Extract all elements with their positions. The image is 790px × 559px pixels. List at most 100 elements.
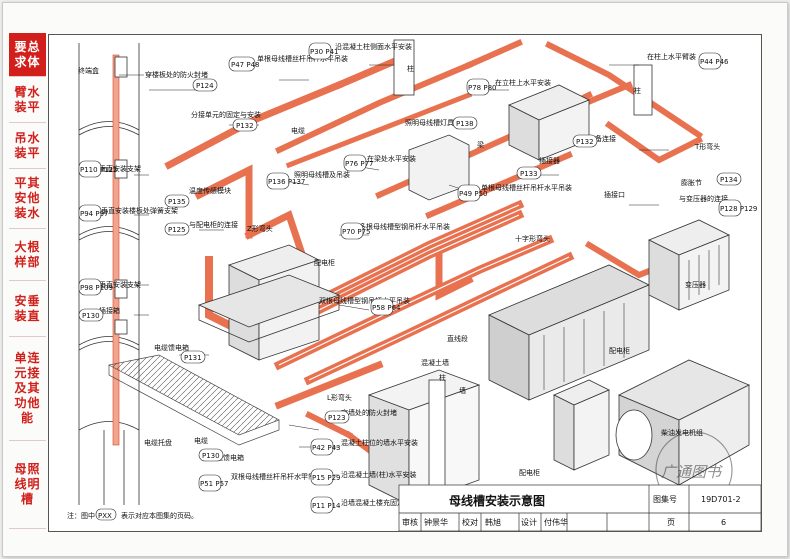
label-plug-port: 插接口	[604, 190, 625, 199]
label-on-column: 在柱上水平臂装	[647, 52, 696, 61]
category-tabs: 要总求体 臂水装平 吊水装平 平其安他装水 大根样部 安垂装直 单连元接及其功他…	[9, 33, 46, 529]
ref-p44: P44 P46	[700, 58, 729, 66]
tab-arm-horizontal[interactable]: 臂水装平	[9, 77, 46, 123]
drawing-title: 母线槽安装示意图	[449, 493, 545, 508]
drawing-area: 终端盒 穿楼板处的防火封堵 分接单元的固定与安装 单根母线槽丝杆吊杆水平吊装 沿…	[48, 34, 762, 532]
tab-unit-connection[interactable]: 单连元接及其功他能	[9, 337, 46, 441]
ref-p49: P49 P50	[459, 190, 487, 198]
ref-p134: P134	[720, 176, 738, 184]
ref-p76: P76 P77	[345, 160, 373, 168]
label-cable-2: 电缆	[194, 436, 208, 445]
ref-p132: P132	[236, 122, 254, 130]
tab-lighting-busway[interactable]: 母照线明槽	[9, 441, 46, 529]
label-t-head: T形弯头	[694, 142, 720, 151]
label-multi-steel: 多根母线槽型钢吊杆水平吊装	[359, 222, 450, 231]
ref-p130-b: P130	[202, 452, 220, 460]
ref-p136: P136 P137	[268, 178, 305, 186]
distribution-cabinet-left	[197, 244, 341, 361]
label-concrete-col-pos: 混凝土柱位的墙水平安装	[341, 438, 418, 447]
figno-label: 图集号	[653, 494, 677, 504]
label-dist-cab-1: 配电柜	[314, 258, 335, 267]
ref-p128: P128 P129	[720, 205, 757, 213]
label-on-column-top: 在立柱上水平安装	[495, 78, 551, 87]
label-on-pillar: 在梁处水平安装	[367, 154, 416, 163]
note-tail: 表示对应本图集的页码。	[121, 511, 198, 520]
label-cable: 电缆	[291, 126, 305, 135]
label-vertical-mount: 垂直安装支架	[99, 164, 141, 173]
label-double-rod: 双根母线槽型钢吊杆水平吊装	[319, 296, 410, 305]
ref-p94: P94 P97	[80, 210, 108, 218]
ref-p123: P123	[328, 414, 346, 422]
title-block-text: 母线槽安装示意图 图集号 19D701-2 审核 钟景华 校对 韩旭 设计 付伟…	[402, 493, 741, 527]
label-lighting: 照明母线槽灯具安装	[405, 118, 468, 127]
ref-p11: P11 P14	[312, 502, 341, 510]
tab-other-horizontal[interactable]: 平其安他装水	[9, 169, 46, 229]
label-expansion: 膨胀节	[681, 178, 702, 187]
label-concrete-wall-3: 沿混凝土墙(柱)水平安装	[341, 470, 416, 479]
label-splice: 插接箱	[99, 306, 120, 315]
label-single-rod-2: 单根母线槽丝杆吊杆水平吊装	[481, 183, 572, 192]
label-cable-tray: 电缆托盘	[144, 438, 172, 447]
tab-hang-horizontal[interactable]: 吊水装平	[9, 123, 46, 169]
ref-p47: P47 P48	[231, 61, 259, 69]
label-straight: 直线段	[447, 334, 468, 343]
label-wall: 墙	[459, 386, 466, 395]
design-label: 设计	[521, 517, 537, 527]
wall-block	[367, 369, 481, 506]
transformer-unit	[648, 219, 730, 311]
ref-p98: P98 P109	[80, 284, 113, 292]
ref-p58: P58 P64	[372, 304, 401, 312]
label-temp-sensor: 温度传感模块	[189, 186, 231, 195]
label-bracket-fix: 分接单元的固定与安装	[191, 110, 261, 119]
label-joint: 插接器	[539, 156, 560, 165]
busway-diagram: 终端盒 穿楼板处的防火封堵 分接单元的固定与安装 单根母线槽丝杆吊杆水平吊装 沿…	[67, 39, 762, 532]
label-beam: 梁	[477, 140, 484, 149]
designer-name: 付伟华	[544, 517, 568, 527]
page-number: 6	[721, 518, 726, 527]
ref-p78: P78 P80	[468, 84, 496, 92]
label-cable-feed-2: 电缆馈电箱	[209, 453, 244, 462]
ref-p42: P42 P43	[312, 444, 340, 452]
label-single-rod: 单根母线槽丝杆吊杆水平吊装	[257, 54, 348, 63]
label-transformer-conn: 与变压器的连接	[679, 194, 728, 203]
page-refs	[78, 42, 742, 521]
distribution-cabinet-bottom	[553, 379, 610, 471]
label-terminal-box: 终端盒	[78, 66, 99, 75]
label-cable-feed: 电缆馈电箱	[154, 343, 189, 352]
equipment-top	[393, 39, 653, 161]
label-fire-seal-2: 穿墙处的防火封堵	[341, 408, 397, 417]
label-spring-bracket: 垂直安装楼板处弹簧支架	[101, 206, 178, 215]
ref-p15: P15 P29	[312, 474, 340, 482]
page-label: 页	[667, 518, 675, 527]
tab-general[interactable]: 要总求体	[9, 33, 46, 77]
note-box-text: PXX	[98, 512, 112, 520]
ref-p135: P135	[168, 198, 186, 206]
ref-p70: P70 P75	[342, 228, 370, 236]
reviewer-name: 钟景华	[424, 517, 448, 527]
label-z-head: Z形弯头	[247, 224, 273, 233]
label-dbl-rod-2: 双根母线槽丝杆吊杆水平吊装	[231, 472, 322, 481]
check-label: 校对	[462, 517, 478, 527]
watermark-text: 广通图书	[661, 463, 723, 481]
note: 注：图中 PXX 表示对应本图集的页码。	[67, 511, 198, 520]
figno-value: 19D701-2	[701, 495, 741, 504]
label-fix-horizontal: 沿墙混凝土楼充固定水平臂装	[341, 498, 432, 507]
ref-p131: P131	[184, 354, 202, 362]
ref-p133: P133	[520, 170, 538, 178]
tab-vertical[interactable]: 安垂装直	[9, 281, 46, 337]
tab-multi-sample[interactable]: 大根样部	[9, 229, 46, 281]
label-column-3: 柱	[439, 373, 446, 382]
label-cross-head: 十字形弯头	[515, 234, 550, 243]
label-l-head: L形弯头	[327, 393, 352, 402]
generator-set	[615, 359, 750, 486]
label-column-1: 柱	[407, 64, 414, 73]
label-lighting-rod: 照明母线槽及吊装	[294, 170, 350, 179]
ref-p51: P51 P57	[200, 480, 228, 488]
vertical-shaft	[78, 43, 140, 505]
label-concrete-wall: 沿混凝土柱侧面水平安装	[335, 42, 412, 51]
ref-p132-b: P132	[576, 138, 594, 146]
label-generator: 柴油发电机组	[661, 428, 703, 437]
label-fire-seal-1: 穿楼板处的防火封堵	[145, 70, 208, 79]
diagram-labels: 终端盒 穿楼板处的防火封堵 分接单元的固定与安装 单根母线槽丝杆吊杆水平吊装 沿…	[78, 42, 728, 507]
